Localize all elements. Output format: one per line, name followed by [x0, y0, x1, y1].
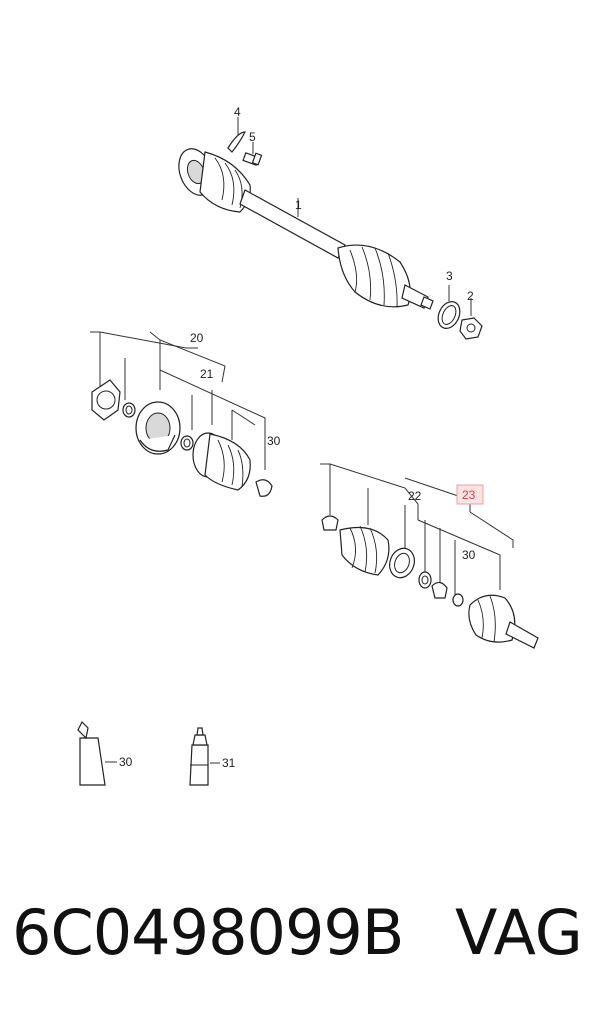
cv-joint-outer-part[interactable]	[468, 594, 539, 649]
callout-label[interactable]: 21	[200, 367, 214, 381]
spacer-part[interactable]	[418, 571, 432, 589]
small-ring-part[interactable]	[180, 435, 194, 451]
outer-boot-part[interactable]	[339, 525, 390, 576]
callout-label[interactable]: 4	[234, 105, 241, 119]
nut-part[interactable]	[459, 317, 483, 340]
callout-label[interactable]: 1	[295, 198, 302, 212]
part-number: 6C0498099B	[12, 896, 404, 969]
circlip-ring-part[interactable]	[452, 593, 464, 607]
callout-label[interactable]: 20	[190, 331, 204, 345]
callout-highlight-box	[456, 484, 484, 505]
ring-part[interactable]	[434, 298, 464, 332]
callout-label[interactable]: 31	[222, 756, 236, 770]
gasket-plate-part[interactable]	[91, 379, 121, 421]
band-clamp-part[interactable]	[386, 545, 419, 581]
bolt-part[interactable]	[242, 152, 263, 166]
sealant-bottle-part[interactable]	[189, 727, 209, 786]
callout-label[interactable]: 3	[446, 269, 453, 283]
callout-label[interactable]: 30	[267, 434, 281, 448]
inner-boot-part[interactable]	[192, 432, 251, 491]
callout-label[interactable]: 5	[249, 130, 256, 144]
callout-label[interactable]: 2	[467, 289, 474, 303]
brand-name: VAG	[455, 896, 583, 969]
circlip-part[interactable]	[227, 131, 246, 153]
callout-label[interactable]: 30	[462, 548, 476, 562]
dish-washer-part[interactable]	[431, 581, 448, 599]
drive-shaft-assembly[interactable]	[173, 144, 434, 310]
cv-joint-inner-part[interactable]	[135, 401, 181, 455]
callout-label[interactable]: 22	[408, 489, 422, 503]
callout-label[interactable]: 30	[119, 755, 133, 769]
clamp-part[interactable]	[255, 479, 273, 497]
clamp-part-right[interactable]	[321, 515, 339, 531]
grease-tube-part[interactable]	[77, 720, 106, 786]
snap-ring-part[interactable]	[122, 402, 136, 418]
callout-label-highlighted[interactable]: 23	[462, 488, 476, 502]
